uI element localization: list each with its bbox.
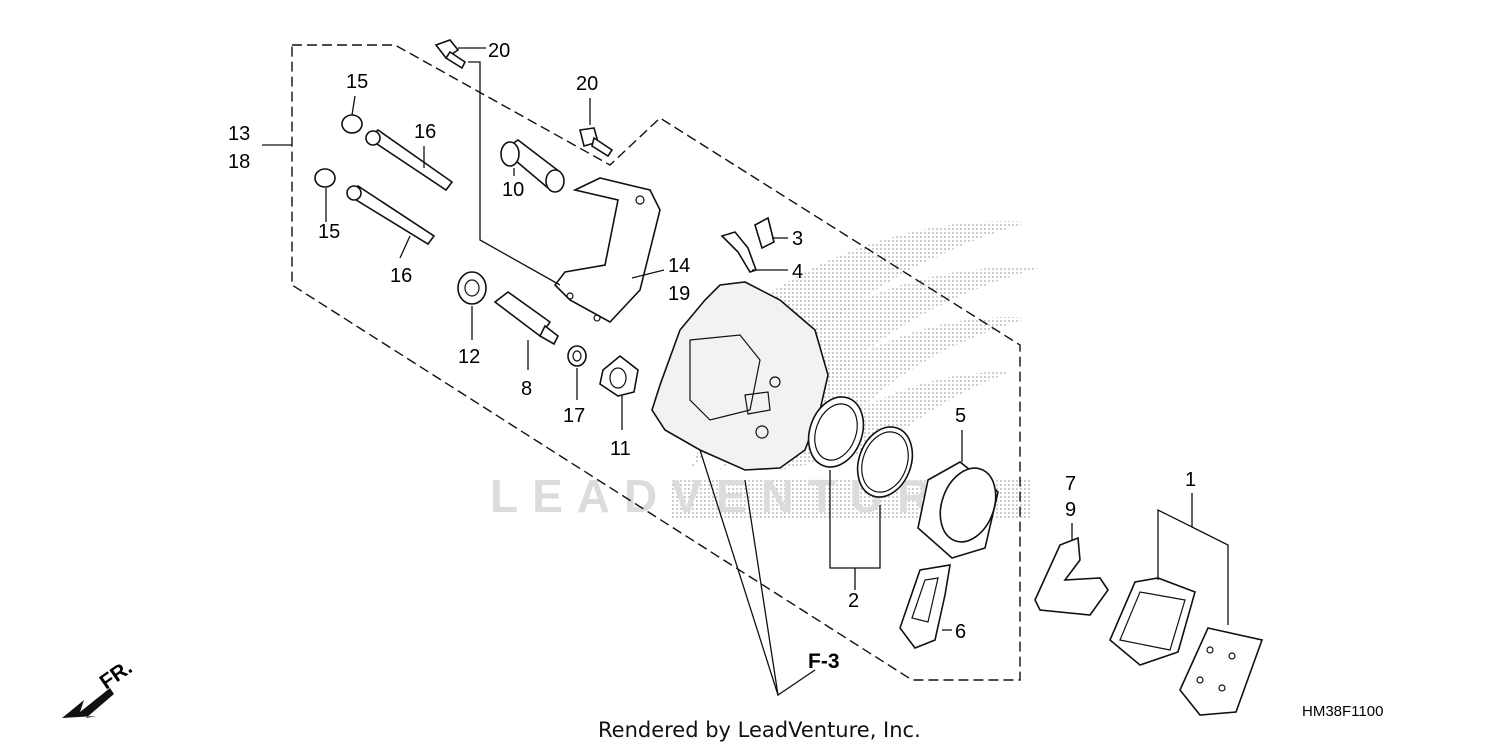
bleeder-3 bbox=[754, 216, 775, 250]
boot-12 bbox=[457, 271, 487, 305]
pin-8 bbox=[493, 291, 560, 346]
arrow-down-left-icon bbox=[62, 688, 114, 718]
callout-9: 9 bbox=[1065, 499, 1076, 521]
callout-20-top: 20 bbox=[488, 40, 510, 62]
callout-3: 3 bbox=[792, 228, 803, 250]
brake-pad-1-right bbox=[1179, 627, 1264, 716]
callout-18: 18 bbox=[228, 151, 250, 173]
brake-pad-1-left bbox=[1109, 577, 1196, 666]
spring-7 bbox=[1034, 536, 1109, 616]
callout-16-bottom: 16 bbox=[390, 265, 412, 287]
callout-19: 19 bbox=[668, 283, 690, 305]
bolt-20-mid bbox=[579, 127, 614, 158]
direction-label: FR. bbox=[96, 656, 137, 694]
callout-labels: 20 20 15 16 13 18 15 16 10 3 4 14 19 12 … bbox=[228, 40, 1196, 643]
reference-label: F-3 bbox=[808, 650, 840, 673]
callout-4: 4 bbox=[792, 261, 803, 283]
piston-5 bbox=[917, 461, 999, 559]
bolt-20-top bbox=[434, 39, 467, 70]
watermark-text: LEADVENTURE bbox=[490, 470, 989, 522]
callout-2: 2 bbox=[848, 590, 859, 612]
assembly-outline bbox=[291, 44, 1021, 681]
slide-pin-10 bbox=[500, 139, 565, 193]
callout-1: 1 bbox=[1185, 469, 1196, 491]
callout-5: 5 bbox=[955, 405, 966, 427]
callout-15-bottom: 15 bbox=[318, 221, 340, 243]
cap-4 bbox=[720, 231, 758, 273]
callout-11: 11 bbox=[610, 438, 631, 460]
seal-2-outer bbox=[807, 396, 865, 468]
callout-8: 8 bbox=[521, 378, 532, 400]
cap-15-bottom bbox=[314, 168, 336, 188]
cap-15-top bbox=[341, 114, 363, 134]
callout-16-top: 16 bbox=[414, 121, 436, 143]
seal-2-inner bbox=[856, 426, 914, 498]
callout-17: 17 bbox=[563, 405, 585, 427]
callout-7: 7 bbox=[1065, 473, 1076, 495]
pin-16-top bbox=[365, 129, 454, 192]
callout-10: 10 bbox=[502, 179, 524, 201]
callout-14: 14 bbox=[668, 255, 690, 277]
pin-16-bottom bbox=[346, 184, 436, 246]
diagram-code: HM38F1100 bbox=[1302, 703, 1383, 720]
callout-13: 13 bbox=[228, 123, 250, 145]
callout-12: 12 bbox=[458, 346, 480, 368]
shim-6 bbox=[899, 564, 951, 649]
bracket-14 bbox=[553, 177, 661, 324]
washer-17 bbox=[567, 345, 587, 367]
credit-text: Rendered by LeadVenture, Inc. bbox=[598, 718, 921, 742]
callout-6: 6 bbox=[955, 621, 966, 643]
callout-20-mid: 20 bbox=[576, 73, 598, 95]
boot-11 bbox=[599, 354, 639, 397]
callout-15-top: 15 bbox=[346, 71, 368, 93]
caliper-body bbox=[651, 281, 829, 471]
